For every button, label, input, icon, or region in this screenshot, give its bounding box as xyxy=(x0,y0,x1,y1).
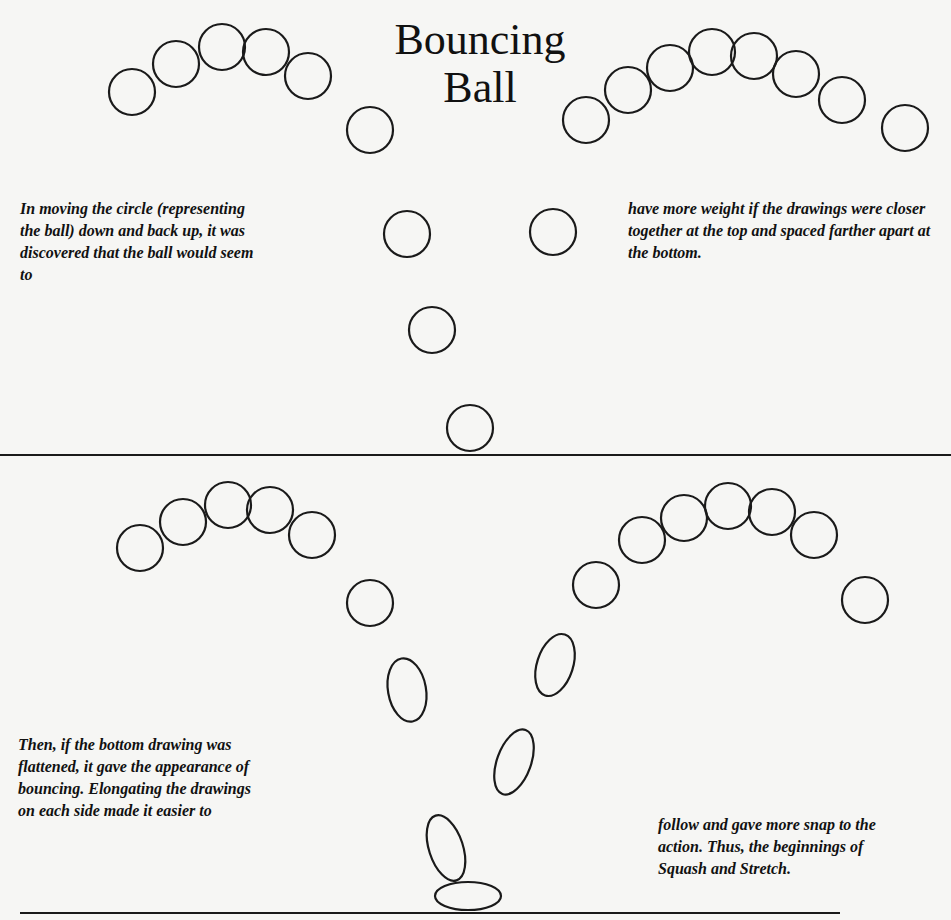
caption-note: In moving the circle (representing the b… xyxy=(20,198,256,286)
caption-note: have more weight if the drawings were cl… xyxy=(628,198,938,264)
ball-drawing xyxy=(605,67,651,113)
ball-drawing xyxy=(117,525,163,571)
squashed-ball-drawing xyxy=(435,882,501,910)
ball-drawing xyxy=(647,45,693,91)
stretched-ball-drawing xyxy=(528,629,582,701)
ball-drawing xyxy=(247,487,293,533)
ball-drawing xyxy=(199,24,245,70)
stretched-ball-drawing xyxy=(383,655,432,725)
ball-drawing xyxy=(153,41,199,87)
divider-line xyxy=(0,454,951,456)
ball-drawing xyxy=(109,69,155,115)
ball-drawing xyxy=(773,51,819,97)
stretched-ball-drawing xyxy=(486,724,541,800)
ball-drawing xyxy=(285,53,331,99)
caption-note-slot: Then, if the bottom drawing was flattene… xyxy=(18,734,254,822)
ball-drawing xyxy=(447,405,493,451)
ball-drawing xyxy=(619,517,665,563)
ball-drawing xyxy=(289,512,335,558)
diagram-title: Bouncing Ball xyxy=(385,16,575,112)
ball-drawing xyxy=(205,482,251,528)
ball-drawing xyxy=(530,209,576,255)
ball-drawing xyxy=(384,211,430,257)
ball-drawing xyxy=(731,33,777,79)
ball-drawing xyxy=(819,77,865,123)
caption-note: Then, if the bottom drawing was flattene… xyxy=(18,734,254,822)
ball-drawing xyxy=(689,29,735,75)
ball-drawing xyxy=(243,29,289,75)
ball-drawing xyxy=(842,577,888,623)
ball-drawing xyxy=(882,105,928,151)
caption-note-slot: follow and gave more snap to the action.… xyxy=(658,814,898,880)
caption-note-slot: have more weight if the drawings were cl… xyxy=(628,198,938,264)
divider-line xyxy=(20,912,840,914)
ball-drawing xyxy=(160,499,206,545)
ball-drawing xyxy=(791,512,837,558)
ball-drawing xyxy=(661,495,707,541)
stretched-ball-drawing xyxy=(419,810,472,885)
ball-drawing xyxy=(347,107,393,153)
ball-drawing xyxy=(347,580,393,626)
ball-drawing xyxy=(749,489,795,535)
ball-drawing xyxy=(563,97,609,143)
caption-note-slot: In moving the circle (representing the b… xyxy=(20,198,256,286)
ball-drawing xyxy=(573,562,619,608)
diagram-title-slot: Bouncing Ball xyxy=(385,16,575,112)
ball-drawing xyxy=(409,307,455,353)
caption-note: follow and gave more snap to the action.… xyxy=(658,814,898,880)
ball-drawing xyxy=(705,483,751,529)
